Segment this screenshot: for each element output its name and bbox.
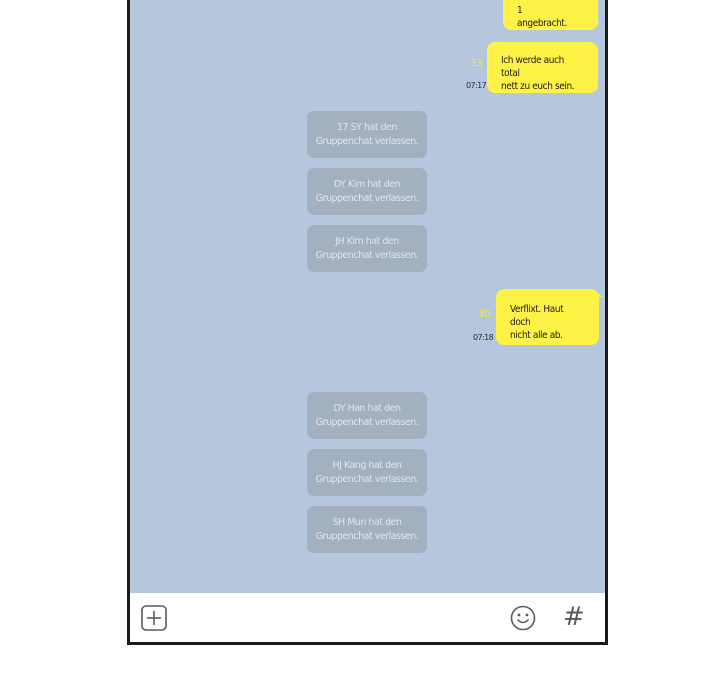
chat-area[interactable]: 33 ist am Hörsaal 1 angebracht. 33 07:17… <box>130 0 605 593</box>
emoji-icon[interactable] <box>510 605 536 631</box>
system-notice: DY Kim hat den Gruppenchat verlassen. <box>307 168 427 215</box>
message-bubble[interactable]: Verflixt. Haut doch nicht alle ab. <box>496 289 603 345</box>
unread-count: 33 <box>470 58 483 69</box>
message-text: Ich werde auch total nett zu euch sein. <box>501 55 575 92</box>
system-notice: SH Mun hat den Gruppenchat verlassen. <box>307 506 427 553</box>
system-notice: 17 SY hat den Gruppenchat verlassen. <box>307 111 427 158</box>
message-text: Verflixt. Haut doch nicht alle ab. <box>510 304 564 341</box>
message-timestamp: 07:18 <box>473 333 494 342</box>
input-bar[interactable]: # <box>130 593 605 642</box>
hashtag-icon[interactable]: # <box>563 602 585 632</box>
bubble-tail <box>595 291 603 297</box>
message-bubble[interactable]: ist am Hörsaal 1 angebracht. <box>503 0 598 30</box>
add-attachment-icon[interactable] <box>141 605 167 631</box>
unread-count: 30 <box>478 309 491 320</box>
system-notice: JH Kim hat den Gruppenchat verlassen. <box>307 225 427 272</box>
unread-count: 33 <box>482 0 494 1</box>
message-timestamp: 07:17 <box>466 81 487 90</box>
phone-screen: 33 ist am Hörsaal 1 angebracht. 33 07:17… <box>127 0 608 645</box>
system-notice: HJ Kang hat den Gruppenchat verlassen. <box>307 449 427 496</box>
system-notice: DY Han hat den Gruppenchat verlassen. <box>307 392 427 439</box>
message-bubble[interactable]: Ich werde auch total nett zu euch sein. <box>487 42 598 93</box>
message-text: ist am Hörsaal 1 angebracht. <box>517 0 577 29</box>
